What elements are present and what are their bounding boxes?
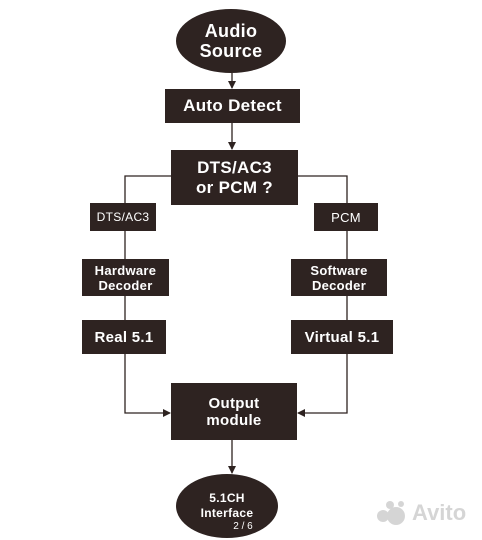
arrow-real-to-output [124,354,171,417]
avito-dots-icon [377,501,405,525]
auto-detect-label: Auto Detect [183,96,282,115]
line-question-to-pcm [298,175,348,203]
interface-line1: 5.1CH [209,491,245,505]
interface-line2: Interface [200,506,254,520]
hardware-decoder-line2: Decoder [98,277,153,293]
audio-source-node: Audio Source [176,9,286,73]
arrow-virtual-to-output [297,354,348,417]
real-5-1-node: Real 5.1 [82,320,166,354]
software-decoder-node: Software Decoder [291,259,387,296]
output-module-line1: Output [208,394,260,412]
watermark-text: Avito [412,500,467,525]
format-question-line1: DTS/AC3 [197,157,272,177]
virtual-5-1-label: Virtual 5.1 [304,328,380,346]
page-indicator: 2 / 6 [233,521,253,532]
watermark: Avito [376,500,466,526]
pcm-branch-node: PCM [314,203,378,231]
auto-detect-node: Auto Detect [165,89,300,123]
format-question-node: DTS/AC3 or PCM ? [171,150,298,205]
software-decoder-line2: Decoder [311,277,367,293]
hardware-decoder-line1: Hardware [94,262,157,278]
audio-source-line2: Source [199,41,263,61]
pcm-branch-label: PCM [331,209,361,225]
hardware-decoder-node: Hardware Decoder [82,259,169,296]
software-decoder-line1: Software [310,262,368,278]
virtual-5-1-node: Virtual 5.1 [291,320,393,354]
dts-ac3-branch-label: DTS/AC3 [96,210,150,224]
output-module-line2: module [206,411,262,429]
dts-ac3-branch-node: DTS/AC3 [90,203,156,231]
audio-source-line1: Audio [204,21,258,41]
output-module-node: Output module [171,383,297,440]
real-5-1-label: Real 5.1 [94,328,154,346]
interface-node: 5.1CH Interface [176,474,278,538]
line-question-to-dts [124,175,171,203]
format-question-line2: or PCM ? [195,177,273,197]
